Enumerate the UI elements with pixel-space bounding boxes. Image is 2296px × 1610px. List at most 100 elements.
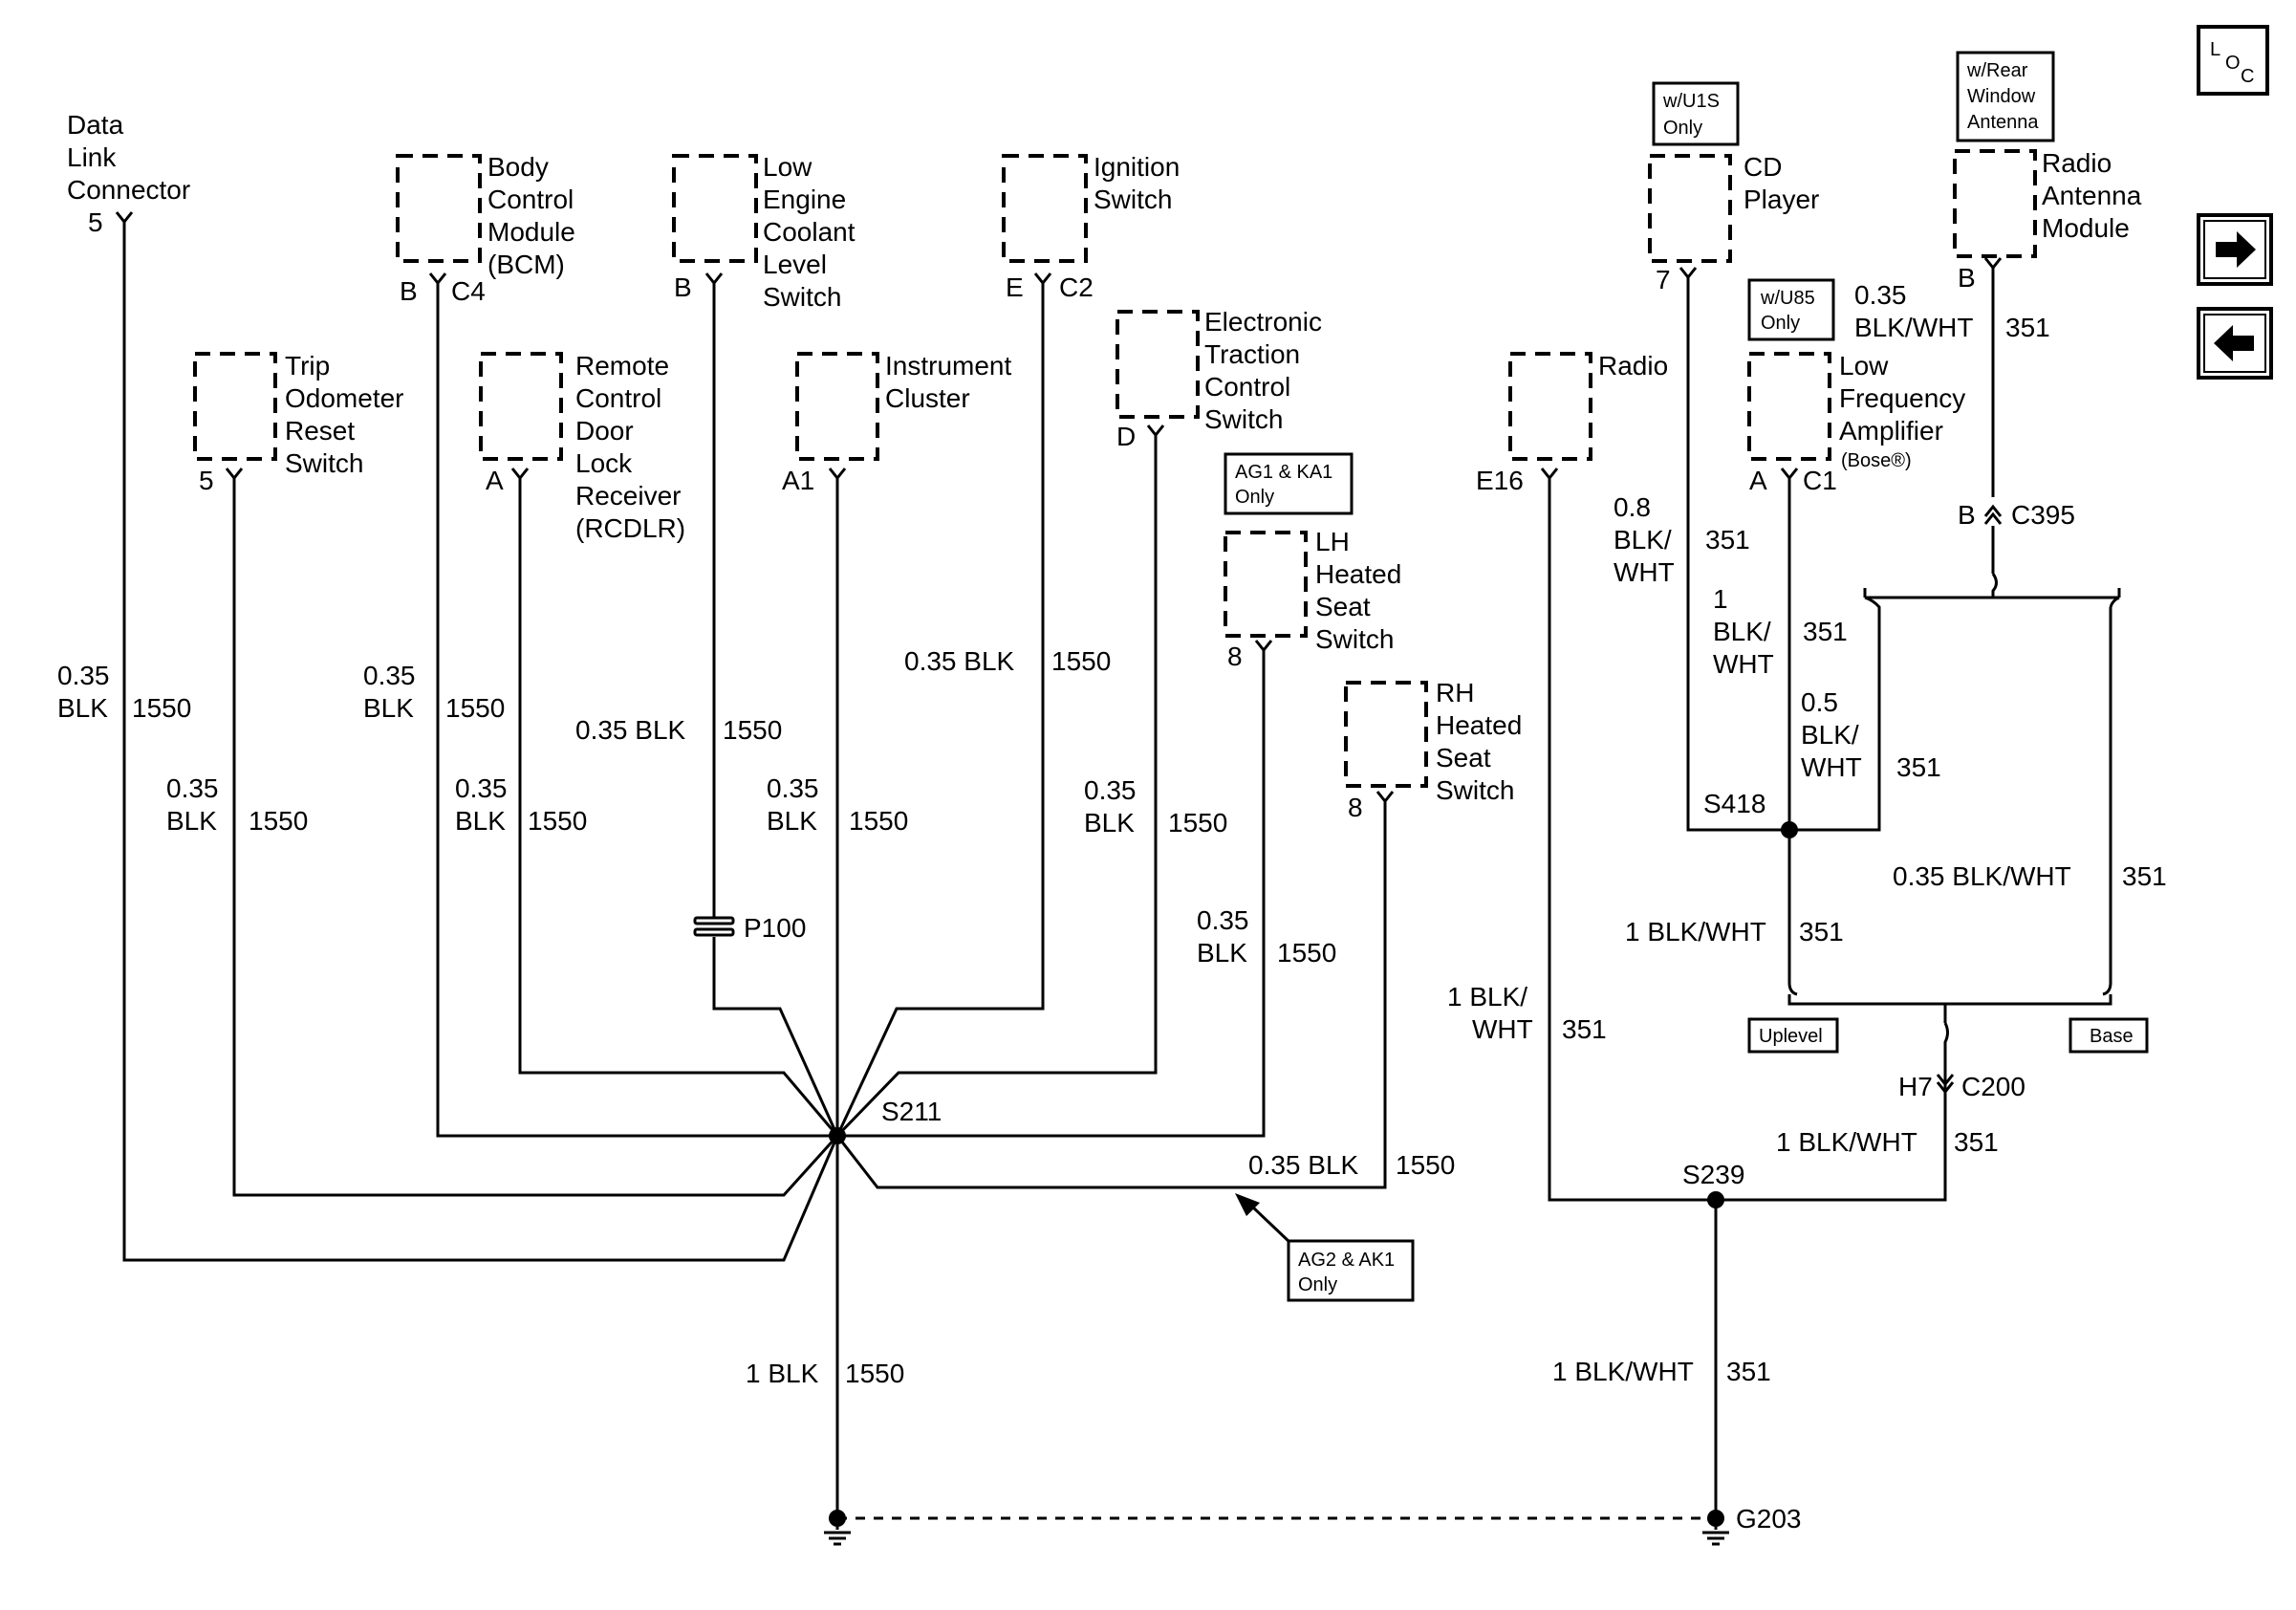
component-amplifier[interactable]: Low Frequency Amplifier (Bose®) A C1 — [1747, 351, 1965, 495]
note-u85-line2: Only — [1761, 313, 1800, 334]
lecls-label-2: Engine — [763, 185, 846, 214]
wire-rcdlr-color: BLK — [455, 806, 506, 836]
connector-p100[interactable]: P100 — [693, 913, 806, 943]
note-u1s-line1: w/U1S — [1662, 91, 1720, 112]
rhseat-label-2: Heated — [1436, 710, 1522, 740]
c395-label: C395 — [2011, 500, 2075, 530]
wire-amp-gauge: 0.5 — [1801, 687, 1838, 717]
loc-letter-o: O — [2225, 53, 2241, 74]
wire-base-circuit: 351 — [2122, 861, 2167, 891]
component-instrument-cluster[interactable]: Instrument Cluster A1 — [782, 351, 1011, 495]
wire-dlc-circuit: 1550 — [132, 693, 191, 723]
wire-trip-circuit: 1550 — [249, 806, 308, 836]
wire-lhseat-gauge: 0.35 — [1197, 905, 1249, 935]
note-uplevel: Uplevel — [1747, 1017, 1839, 1054]
wire-rcdlr-gauge: 0.35 — [455, 773, 508, 803]
rhseat-label-1: RH — [1436, 678, 1474, 707]
bcm-label-4: (BCM) — [487, 250, 565, 279]
splice-s239[interactable]: S239 — [1682, 1160, 1744, 1208]
ign-pin-c2: C2 — [1059, 272, 1094, 302]
note-rear-line3: Antenna — [1967, 112, 2039, 133]
lhseat-label-4: Switch — [1315, 624, 1394, 654]
component-cd-player[interactable]: CD Player 7 — [1648, 152, 1819, 294]
bcm-label-2: Control — [487, 185, 574, 214]
wire-ground1-color: 1 BLK — [746, 1359, 819, 1388]
wire-rhseat-color: 0.35 BLK — [1248, 1150, 1359, 1180]
component-trip-switch[interactable]: Trip Odometer Reset Switch 5 — [193, 351, 404, 495]
wire-c200-color: 1 BLK/WHT — [1776, 1127, 1917, 1157]
wire-ground2-color: 1 BLK/WHT — [1552, 1357, 1694, 1386]
amp-label-sub: (Bose®) — [1841, 450, 1912, 471]
splice-s418[interactable]: S418 — [1703, 789, 1798, 838]
wire-cd2-circuit: 351 — [1803, 617, 1848, 646]
radio-label-1: Radio — [1598, 351, 1668, 381]
c395-pin: B — [1958, 500, 1976, 530]
splice-s211[interactable]: S211 — [829, 1097, 942, 1144]
wire-etc-circuit: 1550 — [1168, 808, 1227, 838]
wire-cd2-color2: WHT — [1713, 649, 1774, 679]
wire-amp-color2: WHT — [1801, 752, 1862, 782]
rhseat-pin: 8 — [1348, 793, 1363, 822]
next-page-button[interactable] — [2197, 213, 2273, 286]
bcm-label-3: Module — [487, 217, 575, 247]
connector-c395[interactable]: B C395 — [1958, 500, 2075, 530]
c200-pin: H7 — [1898, 1072, 1933, 1101]
lecls-label-1: Low — [763, 152, 812, 182]
amp-pin-c1: C1 — [1803, 466, 1837, 495]
ign-label-2: Switch — [1094, 185, 1172, 214]
wire-ipc-color: BLK — [767, 806, 817, 836]
dlc-pin: 5 — [88, 207, 103, 237]
rcdlr-label-4: Lock — [575, 448, 633, 478]
etc-label-2: Traction — [1204, 339, 1300, 369]
wire-lecls-circuit: 1550 — [723, 715, 782, 745]
wire-lecls-color: 0.35 BLK — [575, 715, 686, 745]
ant-label-1: Radio — [2042, 148, 2112, 178]
lecls-label-4: Level — [763, 250, 827, 279]
trip-pin: 5 — [199, 466, 214, 495]
loc-button[interactable]: L O C — [2197, 25, 2269, 96]
wire-cd-color2: WHT — [1614, 557, 1675, 587]
lecls-pin: B — [674, 272, 692, 302]
component-rh-seat-switch[interactable]: RH Heated Seat Switch 8 — [1344, 678, 1522, 822]
arrow-left-icon — [2214, 325, 2254, 361]
wire-labels-right: 0.8 BLK/ WHT 351 1 BLK/ WHT 351 0.5 BLK/… — [1447, 280, 2167, 1386]
component-lecls[interactable]: Low Engine Coolant Level Switch B — [672, 152, 856, 312]
ant-pin: B — [1958, 263, 1976, 293]
lhseat-label-1: LH — [1315, 527, 1350, 556]
component-dlc[interactable]: Data Link Connector 5 — [67, 110, 190, 237]
component-ignition-switch[interactable]: Ignition Switch E C2 — [1002, 152, 1180, 302]
wire-amp-color1: BLK/ — [1801, 720, 1859, 750]
wire-labels-left: 0.35 BLK 1550 0.35 BLK 1550 0.35 BLK 155… — [57, 646, 1455, 1388]
wire-s418-circuit: 351 — [1799, 917, 1844, 946]
component-etc-switch[interactable]: Electronic Traction Control Switch D — [1116, 307, 1322, 451]
prev-page-button[interactable] — [2197, 307, 2273, 380]
component-radio[interactable]: Radio E16 — [1476, 351, 1668, 495]
wire-ipc-gauge: 0.35 — [767, 773, 819, 803]
ant-label-2: Antenna — [2042, 181, 2142, 210]
ant-label-3: Module — [2042, 213, 2130, 243]
component-rcdlr[interactable]: Remote Control Door Lock Receiver (RCDLR… — [479, 351, 685, 543]
wire-amp-circuit: 351 — [1896, 752, 1941, 782]
wire-bcm-color: BLK — [363, 693, 414, 723]
amp-pin-a: A — [1749, 466, 1767, 495]
rhseat-label-4: Switch — [1436, 775, 1514, 805]
ground-g203[interactable]: G203 — [1702, 1504, 1802, 1546]
note-ag1-line2: Only — [1235, 487, 1274, 508]
wire-s418-color: 1 BLK/WHT — [1625, 917, 1766, 946]
ign-label-1: Ignition — [1094, 152, 1180, 182]
trip-label-3: Reset — [285, 416, 355, 446]
loc-letter-l: L — [2210, 39, 2220, 60]
wire-lhseat-color: BLK — [1197, 938, 1247, 968]
component-radio-antenna-module[interactable]: Radio Antenna Module B — [1953, 148, 2142, 293]
cd-label-2: Player — [1744, 185, 1819, 214]
component-bcm[interactable]: Body Control Module (BCM) B C4 — [396, 152, 575, 306]
base-text: Base — [2090, 1026, 2134, 1047]
connector-c200[interactable]: H7 C200 — [1898, 1013, 2025, 1101]
note-ag2-line2: Only — [1298, 1274, 1337, 1295]
wire-rhseat-circuit: 1550 — [1396, 1150, 1455, 1180]
dlc-label-2: Link — [67, 142, 117, 172]
rcdlr-label-2: Control — [575, 383, 661, 413]
wire-ant-gauge: 0.35 — [1854, 280, 1907, 310]
component-lh-seat-switch[interactable]: LH Heated Seat Switch 8 — [1224, 527, 1401, 671]
wire-trip-gauge: 0.35 — [166, 773, 219, 803]
